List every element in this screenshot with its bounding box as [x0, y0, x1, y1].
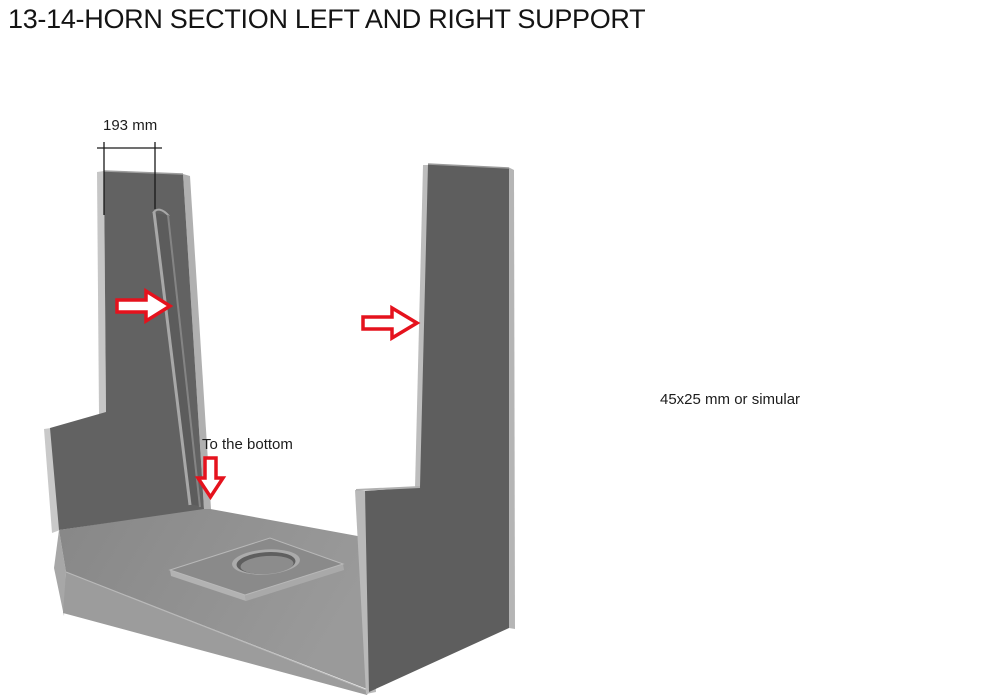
left-support: [44, 170, 211, 533]
base-front-top-edge: [65, 571, 370, 692]
base-plate: [168, 537, 345, 601]
left-support-groove: [152, 208, 201, 508]
plate-side-left: [170, 570, 246, 601]
base-slab: [54, 508, 372, 695]
right-support-right-edge: [508, 167, 515, 629]
right-support: [355, 163, 515, 694]
red-arrow-right-support-icon: [361, 304, 421, 342]
right-support-top-edge: [427, 163, 510, 169]
red-arrow-left-support-icon: [115, 287, 174, 325]
right-support-front-face: [365, 164, 509, 692]
left-support-side-edge: [97, 171, 106, 415]
right-support-left-edge: [415, 165, 429, 488]
right-support-step-edge: [355, 486, 421, 491]
size-note-label: 45x25 mm or simular: [660, 391, 801, 408]
left-support-right-edge: [183, 174, 211, 509]
hole-bottom: [240, 555, 294, 575]
left-support-top-edge: [103, 170, 184, 175]
page-title: 13-14-HORN SECTION LEFT AND RIGHT SUPPOR…: [8, 4, 646, 34]
plate-side-front: [245, 564, 344, 601]
base-left-end-face: [54, 530, 66, 616]
dimension-193mm: [97, 142, 162, 215]
dimension-label: 193 mm: [103, 117, 158, 134]
bottom-note-label: To the bottom: [202, 436, 293, 453]
counterbore-hole: [232, 549, 300, 575]
red-arrow-down-icon: [194, 456, 227, 501]
left-support-wing-edge: [44, 428, 60, 533]
base-front-face: [63, 572, 369, 695]
